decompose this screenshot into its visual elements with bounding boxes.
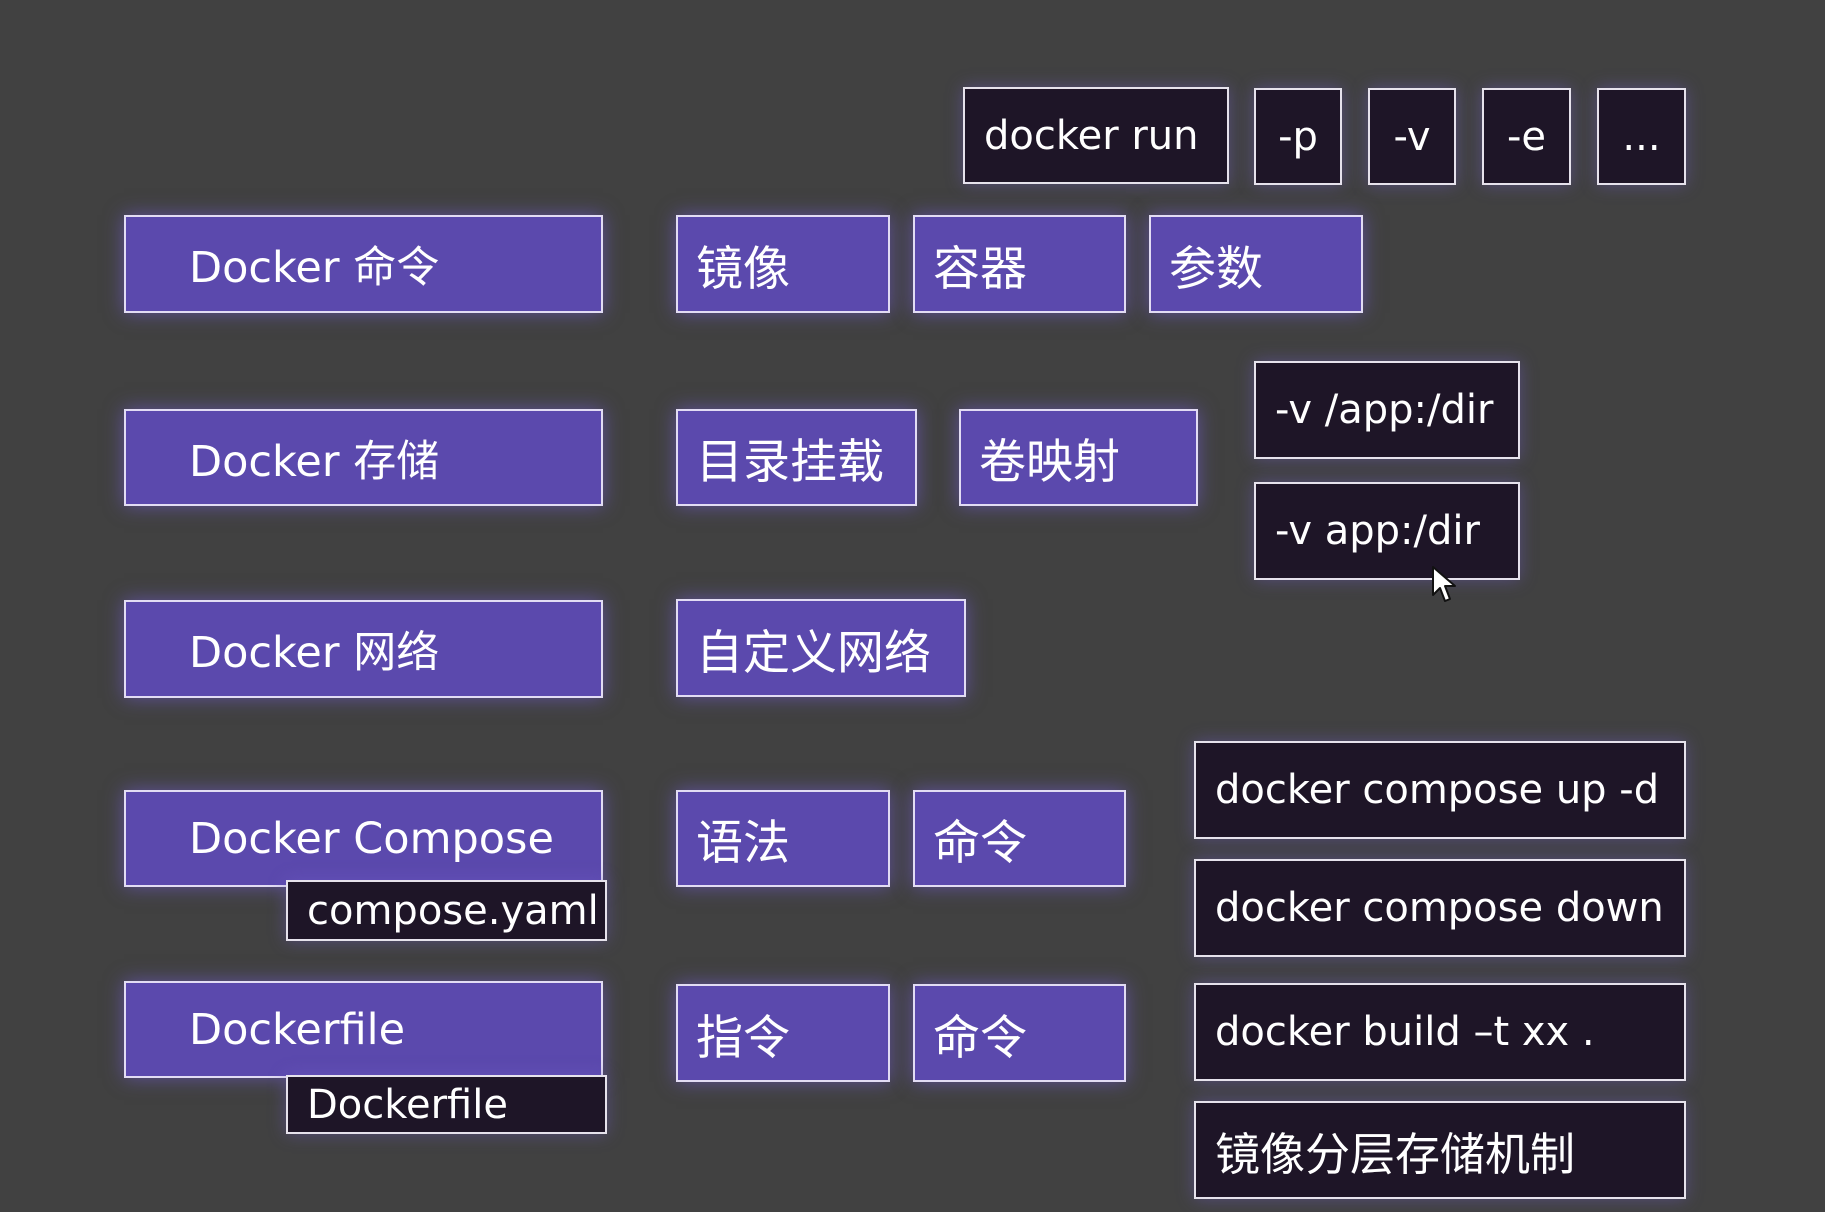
- sub-item-label: 卷映射: [979, 435, 1120, 490]
- bind-mount-example: -v /app:/dir: [1254, 361, 1520, 459]
- category-label: Docker Compose: [189, 813, 554, 864]
- category-label: Docker 存储: [189, 436, 440, 487]
- sub-item-label: 参数: [1169, 241, 1263, 297]
- flag-p-box: -p: [1254, 88, 1342, 185]
- docker-run-label: docker run: [984, 112, 1199, 159]
- custom-network-box: 自定义网络: [676, 599, 966, 697]
- layered-storage-box: 镜像分层存储机制: [1194, 1101, 1686, 1199]
- compose-down-command: docker compose down: [1194, 859, 1686, 957]
- category-docker-storage: Docker 存储: [124, 409, 603, 506]
- category-docker-network: Docker 网络: [124, 600, 603, 698]
- parameter-box: 参数: [1149, 215, 1363, 313]
- container-box: 容器: [913, 215, 1126, 313]
- file-tag-label: compose.yaml: [307, 887, 599, 934]
- dockerfile-tag: Dockerfile: [286, 1075, 607, 1134]
- docker-build-command: docker build –t xx .: [1194, 983, 1686, 1081]
- flag-e-label: -e: [1506, 113, 1547, 160]
- sub-item-label: 指令: [696, 1010, 790, 1066]
- command-label: docker build –t xx .: [1215, 1009, 1595, 1055]
- category-dockerfile: Dockerfile: [124, 981, 603, 1078]
- category-label: Docker 命令: [189, 243, 440, 293]
- instruction-box: 指令: [676, 984, 890, 1082]
- sub-item-label: 容器: [933, 241, 1027, 297]
- mouse-pointer-icon: [1432, 566, 1456, 602]
- compose-command-box: 命令: [913, 790, 1126, 887]
- example-label: -v /app:/dir: [1275, 387, 1494, 433]
- category-label: Docker 网络: [189, 628, 440, 678]
- flag-v-label: -v: [1393, 113, 1431, 160]
- image-box: 镜像: [676, 215, 890, 313]
- build-command-box: 命令: [913, 984, 1126, 1082]
- category-docker-command: Docker 命令: [124, 215, 603, 313]
- sub-item-label: 语法: [696, 816, 790, 871]
- flag-more-box: ...: [1597, 88, 1686, 185]
- sub-item-label: 目录挂载: [696, 435, 884, 490]
- volume-example: -v app:/dir: [1254, 482, 1520, 580]
- docker-run-box: docker run: [963, 87, 1229, 184]
- compose-yaml-tag: compose.yaml: [286, 880, 607, 941]
- file-tag-label: Dockerfile: [307, 1081, 508, 1128]
- command-label: docker compose down: [1215, 885, 1664, 931]
- flag-p-label: -p: [1278, 113, 1318, 160]
- bind-mount-box: 目录挂载: [676, 409, 917, 506]
- volume-mapping-box: 卷映射: [959, 409, 1198, 506]
- sub-item-label: 命令: [933, 816, 1027, 871]
- sub-item-label: 镜像: [696, 241, 790, 297]
- example-label: -v app:/dir: [1275, 508, 1480, 554]
- flag-more-label: ...: [1622, 113, 1661, 160]
- command-label: docker compose up -d: [1215, 767, 1660, 813]
- flag-e-box: -e: [1482, 88, 1571, 185]
- category-label: Dockerfile: [189, 1004, 406, 1055]
- sub-item-label: 命令: [933, 1010, 1027, 1066]
- category-docker-compose: Docker Compose: [124, 790, 603, 887]
- syntax-box: 语法: [676, 790, 890, 887]
- command-label: 镜像分层存储机制: [1215, 1127, 1576, 1181]
- flag-v-box: -v: [1368, 88, 1456, 185]
- compose-up-command: docker compose up -d: [1194, 741, 1686, 839]
- sub-item-label: 自定义网络: [696, 625, 931, 681]
